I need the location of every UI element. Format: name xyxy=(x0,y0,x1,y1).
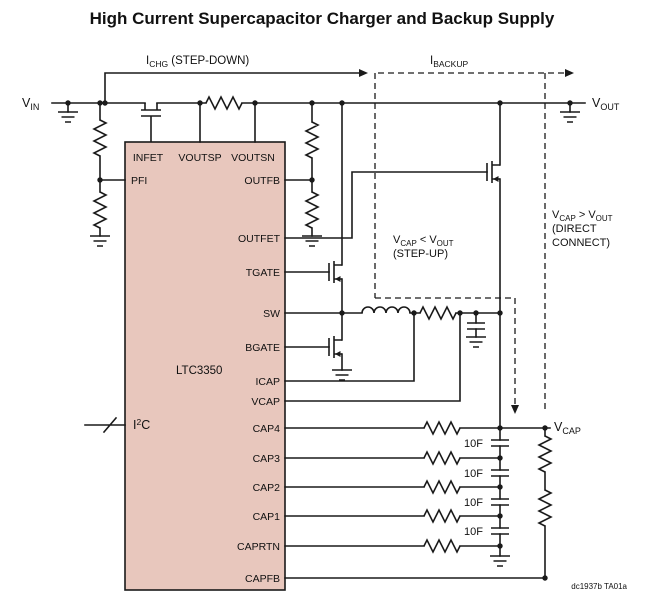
supercap-2-icon xyxy=(490,498,510,506)
ibackup-arrowhead-icon xyxy=(565,69,574,77)
figure-title: High Current Supercapacitor Charger and … xyxy=(90,9,555,28)
capstack-ground-icon xyxy=(489,555,511,567)
capfb-divider-top-resistor-icon xyxy=(538,435,552,473)
stepup-mode-label: (STEP-UP) xyxy=(393,248,448,260)
cap4-balance-resistor-icon xyxy=(423,421,461,435)
ic-part-number: LTC3350 xyxy=(176,365,222,377)
left-divider-wiring xyxy=(84,102,313,434)
cap-sense-resistor-icon xyxy=(419,306,457,320)
cap4-value-label: 10F xyxy=(464,438,483,450)
pin-label-capfb: CAPFB xyxy=(245,573,280,585)
tgate-mosfet-icon xyxy=(328,260,343,284)
converter-wiring xyxy=(284,102,501,441)
pfi-divider-top-resistor-icon xyxy=(93,119,107,157)
pin-label-i2c: I2C xyxy=(133,417,150,432)
ichg-label: ICHG (STEP-DOWN) xyxy=(146,55,249,69)
outfb-divider-top-resistor-icon xyxy=(305,121,319,159)
vcap-node-label: VCAP xyxy=(554,420,581,436)
figure-note: dc1937b TA01a xyxy=(571,582,627,591)
power-rail-wiring xyxy=(51,72,586,113)
vout-ground-icon xyxy=(559,111,581,123)
stepup-condition-label: VCAP < VOUT xyxy=(393,234,454,248)
cap2-value-label: 10F xyxy=(464,497,483,509)
sense-tap-wiring xyxy=(199,102,256,143)
caprtn-resistor-icon xyxy=(423,539,461,553)
direct-mode-label-line3: CONNECT) xyxy=(552,237,610,249)
ic-body xyxy=(124,141,286,591)
ibackup-label: IBACKUP xyxy=(430,55,468,69)
pin-label-vcap: VCAP xyxy=(251,396,280,408)
output-sense-resistor-icon xyxy=(205,96,243,110)
backup-path-dashed-outline xyxy=(374,72,565,410)
pin-label-pfi: PFI xyxy=(131,175,147,187)
pin-label-voutsn: VOUTSN xyxy=(231,152,275,164)
cap1-balance-resistor-icon xyxy=(423,509,461,523)
outfet-mosfet-icon xyxy=(486,160,501,184)
pin-label-cap1: CAP1 xyxy=(253,511,281,523)
pin-label-icap: ICAP xyxy=(255,376,280,388)
supercap-3-icon xyxy=(490,469,510,477)
vout-label: VOUT xyxy=(592,96,620,112)
cap3-balance-resistor-icon xyxy=(423,451,461,465)
pin-label-infet: INFET xyxy=(133,152,164,164)
bypass-ground-icon xyxy=(465,336,487,348)
ichg-arrowhead-icon xyxy=(359,69,368,77)
supercap-4-icon xyxy=(490,439,510,447)
cap1-value-label: 10F xyxy=(464,526,483,538)
inductor-icon xyxy=(361,306,411,314)
capstack-wiring xyxy=(284,427,551,579)
pin-label-outfet: OUTFET xyxy=(238,233,281,245)
pin-label-cap2: CAP2 xyxy=(253,482,281,494)
pfi-ground-icon xyxy=(89,235,111,247)
pin-label-tgate: TGATE xyxy=(246,267,280,279)
vin-label: VIN xyxy=(22,96,39,112)
bgate-mosfet-icon xyxy=(328,335,343,359)
pin-label-voutsp: VOUTSP xyxy=(178,152,221,164)
vin-ground-icon xyxy=(57,111,79,123)
backup-flow-arrowhead-icon xyxy=(511,405,519,414)
pin-label-sw: SW xyxy=(263,308,280,320)
pin-label-outfb: OUTFB xyxy=(244,175,280,187)
supercap-1-icon xyxy=(490,527,510,535)
pin-label-caprtn: CAPRTN xyxy=(237,541,280,553)
pin-label-bgate: BGATE xyxy=(245,342,280,354)
direct-mode-label-line2: (DIRECT xyxy=(552,223,597,235)
input-mosfet-icon xyxy=(141,103,161,142)
bgate-ground-icon xyxy=(331,369,353,381)
cap2-balance-resistor-icon xyxy=(423,480,461,494)
pin-label-cap3: CAP3 xyxy=(253,453,281,465)
junction-dots xyxy=(65,100,573,581)
pin-label-cap4: CAP4 xyxy=(253,423,281,435)
outfb-divider-bottom-resistor-icon xyxy=(305,191,319,229)
direct-condition-label: VCAP > VOUT xyxy=(552,209,613,223)
vcap-bypass-capacitor-icon xyxy=(466,322,486,330)
capfb-divider-bottom-resistor-icon xyxy=(538,489,552,527)
cap3-value-label: 10F xyxy=(464,468,483,480)
pfi-divider-bottom-resistor-icon xyxy=(93,191,107,229)
